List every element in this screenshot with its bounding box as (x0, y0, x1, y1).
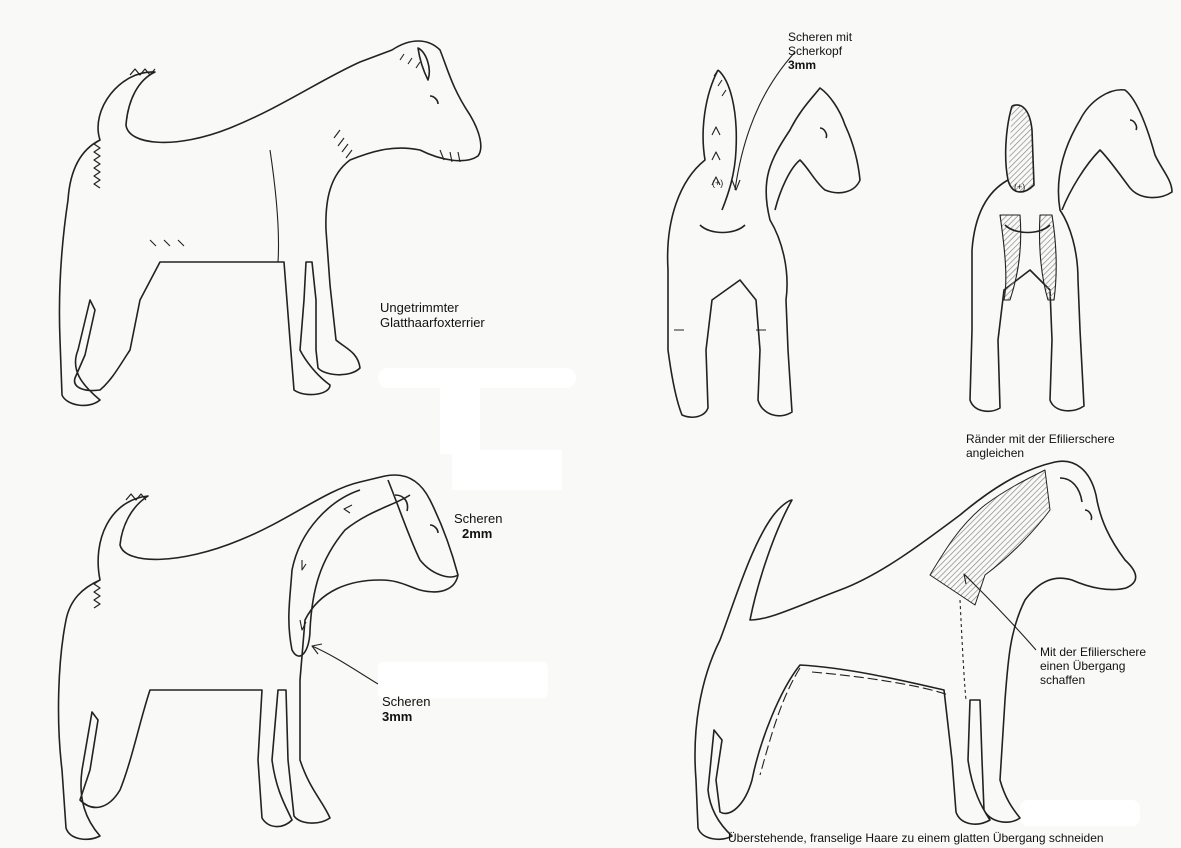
rear-mark-1: (+) (712, 178, 723, 188)
label-scissors-head-size: 3mm (788, 58, 816, 72)
label-scissors-2mm-size: 2mm (462, 526, 492, 541)
label-scissors-3mm-text: Scheren (382, 694, 430, 709)
dog-untrimmed (59, 41, 480, 405)
rear-mark-2: (+) (1014, 182, 1025, 192)
dog-scissored (59, 475, 458, 839)
dog-rear-view-hatched: (+) (970, 90, 1172, 411)
label-blend-edges: Ränder mit der Efilierschere angleichen (966, 432, 1115, 460)
label-untrimmed: Ungetrimmter Glatthaarfoxterrier (380, 300, 485, 330)
label-scissors-2mm-text: Scheren (454, 511, 502, 526)
label-scissors-3mm-size: 3mm (382, 709, 412, 724)
label-transition: Mit der Efilierschere einen Übergang sch… (1040, 645, 1146, 687)
label-scissors-head-text: Scheren mit Scherkopf (788, 30, 852, 58)
label-scissors-3mm: Scheren 3mm (382, 679, 430, 724)
label-scissors-head: Scheren mit Scherkopf 3mm (788, 16, 852, 72)
dog-rear-view-tail: (+) (668, 52, 860, 417)
label-trim-fringe: Überstehende, franselige Haare zu einem … (728, 831, 1104, 845)
label-scissors-2mm: Scheren 2mm (454, 496, 502, 541)
